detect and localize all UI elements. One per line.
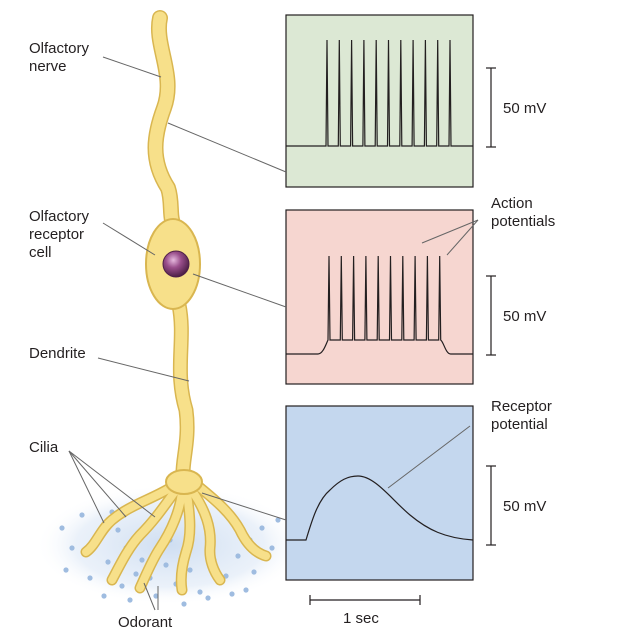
odorant-molecule bbox=[87, 575, 93, 581]
time-scale-bar bbox=[309, 595, 421, 605]
cilium bbox=[136, 488, 186, 592]
odorant-molecule bbox=[69, 545, 75, 551]
receptor-cell-spike-trace bbox=[286, 255, 473, 355]
odorant-molecule bbox=[229, 591, 235, 597]
voltage-scale-bar-2 bbox=[486, 275, 496, 356]
voltage-scale-bar-1 bbox=[486, 67, 496, 148]
label-action-potentials: Action potentials bbox=[491, 195, 555, 231]
cilium bbox=[189, 488, 224, 584]
label-cilia: Cilia bbox=[29, 439, 59, 456]
odorant-molecule bbox=[119, 583, 125, 589]
odorant-molecule bbox=[269, 545, 275, 551]
label-olfactory-nerve-line-2: nerve bbox=[29, 58, 67, 75]
odorant-molecule bbox=[59, 525, 65, 531]
nucleus bbox=[162, 250, 190, 278]
odorant-molecule bbox=[153, 593, 159, 599]
odorant-molecule bbox=[115, 527, 121, 533]
label-olfactory-nerve: Olfactory nerve bbox=[29, 40, 89, 76]
odorant-molecule bbox=[101, 593, 107, 599]
odorant-molecule bbox=[275, 517, 281, 523]
receptor-potential-trace bbox=[286, 475, 474, 541]
dendrite bbox=[173, 299, 194, 482]
label-olfactory-nerve-line-1: Olfactory bbox=[29, 40, 90, 57]
time-scale-label: 1 sec bbox=[343, 610, 379, 627]
odorant-molecule bbox=[133, 571, 139, 577]
voltage-scale-label-2: 50 mV bbox=[503, 308, 547, 325]
receptor-potential-panel bbox=[285, 405, 474, 581]
odorant-molecule bbox=[163, 562, 169, 568]
label-receptor-cell-line-2: receptor bbox=[29, 226, 85, 243]
receptor-cell-recording-panel bbox=[285, 209, 474, 385]
odorant-cloud bbox=[35, 485, 305, 605]
cilium bbox=[82, 484, 174, 556]
label-dendrite: Dendrite bbox=[29, 345, 86, 362]
odorant-molecule bbox=[63, 567, 69, 573]
label-receptor-potential-line-2: potential bbox=[491, 416, 548, 433]
cilium bbox=[177, 490, 194, 594]
odorant-molecule bbox=[127, 597, 133, 603]
label-olfactory-receptor-cell: Olfactory receptor cell bbox=[29, 208, 89, 262]
odorant-molecule bbox=[243, 587, 249, 593]
nerve-recording-panel bbox=[285, 14, 474, 188]
leader-lines bbox=[68, 56, 479, 611]
odorant-molecule bbox=[105, 559, 111, 565]
odorant-molecule bbox=[259, 525, 265, 531]
voltage-scale-label-3: 50 mV bbox=[503, 498, 547, 515]
odorant-molecule bbox=[197, 589, 203, 595]
dendritic-knob bbox=[165, 469, 203, 495]
voltage-scale-label-1: 50 mV bbox=[503, 100, 547, 117]
odorant-molecule bbox=[181, 601, 187, 607]
odorant-molecule bbox=[79, 512, 85, 518]
label-odorant: Odorant bbox=[118, 614, 173, 631]
label-action-potentials-line-1: Action bbox=[491, 195, 533, 212]
label-receptor-potential: Receptor potential bbox=[491, 398, 552, 434]
label-receptor-potential-line-1: Receptor bbox=[491, 398, 552, 415]
odorant-molecule bbox=[251, 569, 257, 575]
axon bbox=[149, 11, 179, 227]
cilium bbox=[194, 482, 270, 560]
voltage-scale-bar-3 bbox=[486, 465, 496, 546]
odorant-molecule bbox=[205, 595, 211, 601]
olfactory-neuron bbox=[80, 10, 272, 596]
label-action-potentials-line-2: potentials bbox=[491, 213, 556, 230]
label-receptor-cell-line-3: cell bbox=[29, 244, 52, 261]
nerve-spike-trace bbox=[286, 39, 473, 147]
odorant-molecule bbox=[139, 557, 145, 563]
cilium bbox=[108, 486, 180, 584]
label-receptor-cell-line-1: Olfactory bbox=[29, 208, 90, 225]
odorant-molecule bbox=[235, 553, 241, 559]
odorant-molecule bbox=[187, 567, 193, 573]
